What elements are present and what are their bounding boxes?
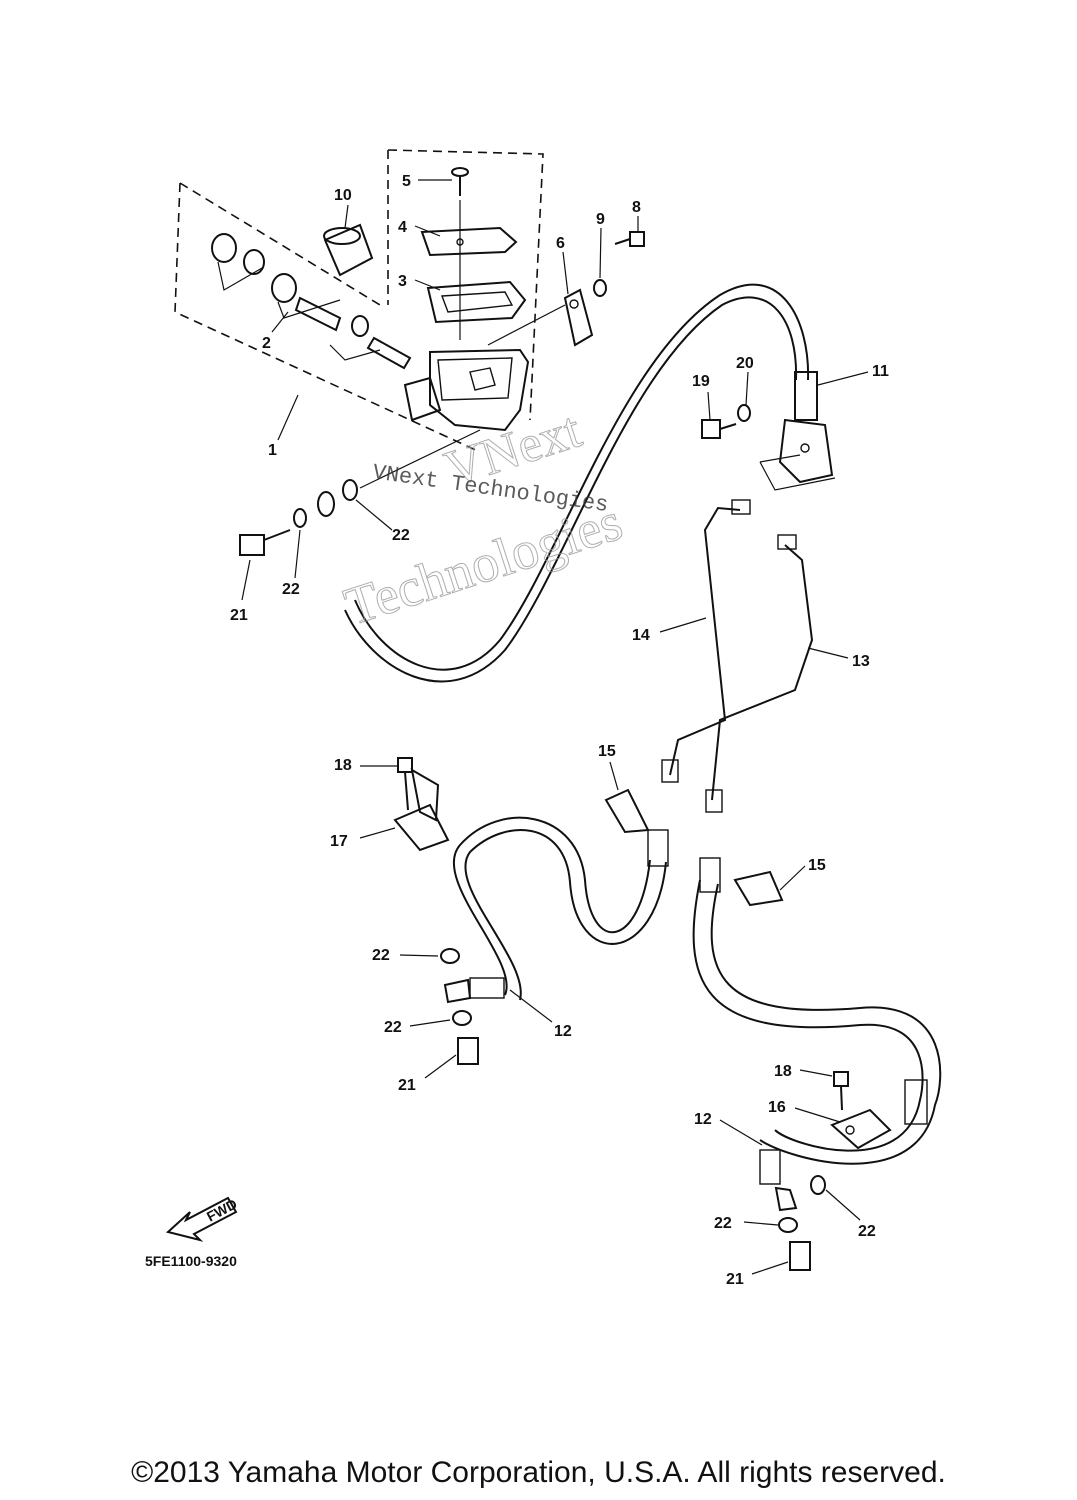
bracket-16 — [830, 1108, 892, 1150]
washer-22a — [293, 508, 307, 528]
brake-pipe-13 — [711, 544, 814, 801]
callout-3: 3 — [398, 273, 407, 290]
callout-10: 10 — [334, 187, 352, 204]
callout-21a: 21 — [230, 607, 248, 624]
washer-22f — [810, 1175, 826, 1195]
diagram-code: 5FE1100-9320 — [145, 1253, 237, 1269]
callouts: 1 2 3 4 5 6 8 9 10 11 12 12 13 14 15 15 … — [230, 173, 889, 1288]
diaphragm — [426, 280, 527, 324]
callout-5: 5 — [402, 173, 411, 190]
callout-17: 17 — [330, 833, 348, 850]
bolt-18a — [397, 757, 413, 811]
union-bolt-19 — [701, 419, 737, 439]
callout-14: 14 — [632, 627, 650, 644]
watermark: VNext Technologies VNext Technologies — [337, 401, 630, 637]
callout-22f: 22 — [858, 1223, 876, 1240]
callout-22c: 22 — [372, 947, 390, 964]
reservoir-cap — [420, 226, 518, 257]
cap-screw — [451, 167, 469, 196]
washer-9 — [593, 279, 607, 297]
union-bolt-21c — [789, 1241, 811, 1271]
callout-19: 19 — [692, 373, 710, 390]
hose-12a — [452, 816, 651, 996]
hose-12b — [692, 879, 924, 1152]
washer-22d — [452, 1010, 472, 1026]
callout-leaders — [241, 179, 869, 1275]
clamp-15b — [733, 870, 784, 907]
callout-12a: 12 — [554, 1023, 572, 1040]
callout-13: 13 — [852, 653, 870, 670]
hose-end-eye — [317, 491, 335, 517]
callout-12b: 12 — [694, 1111, 712, 1128]
callout-6: 6 — [556, 235, 565, 252]
union-bolt-21a — [239, 529, 291, 556]
bolt-8 — [614, 231, 645, 247]
callout-22a: 22 — [282, 581, 300, 598]
callout-15a: 15 — [598, 743, 616, 760]
callout-15b: 15 — [808, 857, 826, 874]
callout-9: 9 — [596, 211, 605, 228]
callout-16: 16 — [768, 1099, 786, 1116]
callout-8: 8 — [632, 199, 641, 216]
callout-20: 20 — [736, 355, 754, 372]
callout-18b: 18 — [774, 1063, 792, 1080]
three-way-joint — [778, 418, 834, 484]
callout-21c: 21 — [726, 1271, 744, 1288]
washer-22e — [778, 1217, 798, 1233]
callout-2: 2 — [262, 335, 271, 352]
lever-holder — [563, 288, 594, 347]
union-bolt-21b — [457, 1037, 479, 1065]
callout-21b: 21 — [398, 1077, 416, 1094]
hose-11 — [354, 283, 810, 671]
washer-22b — [342, 479, 358, 501]
master-cylinder-kit-outline — [174, 149, 544, 453]
piston-kit — [211, 233, 412, 370]
washer-22c — [440, 948, 460, 964]
clamp-15a — [604, 788, 650, 834]
callout-22e: 22 — [714, 1215, 732, 1232]
callout-4: 4 — [398, 219, 407, 236]
boot — [323, 223, 374, 277]
bolt-18b — [833, 1071, 849, 1111]
brake-pipe-14 — [669, 506, 741, 776]
callout-22d: 22 — [384, 1019, 402, 1036]
master-cylinder — [403, 348, 530, 432]
callout-11: 11 — [872, 363, 889, 380]
callout-22b: 22 — [392, 527, 410, 544]
copyright-notice: ©2013 Yamaha Motor Corporation, U.S.A. A… — [131, 1456, 946, 1489]
washer-20 — [737, 404, 751, 422]
bracket-17 — [393, 768, 450, 852]
fwd-arrow-icon: FWD — [165, 1196, 240, 1242]
callout-1: 1 — [268, 442, 277, 459]
callout-18a: 18 — [334, 757, 352, 774]
